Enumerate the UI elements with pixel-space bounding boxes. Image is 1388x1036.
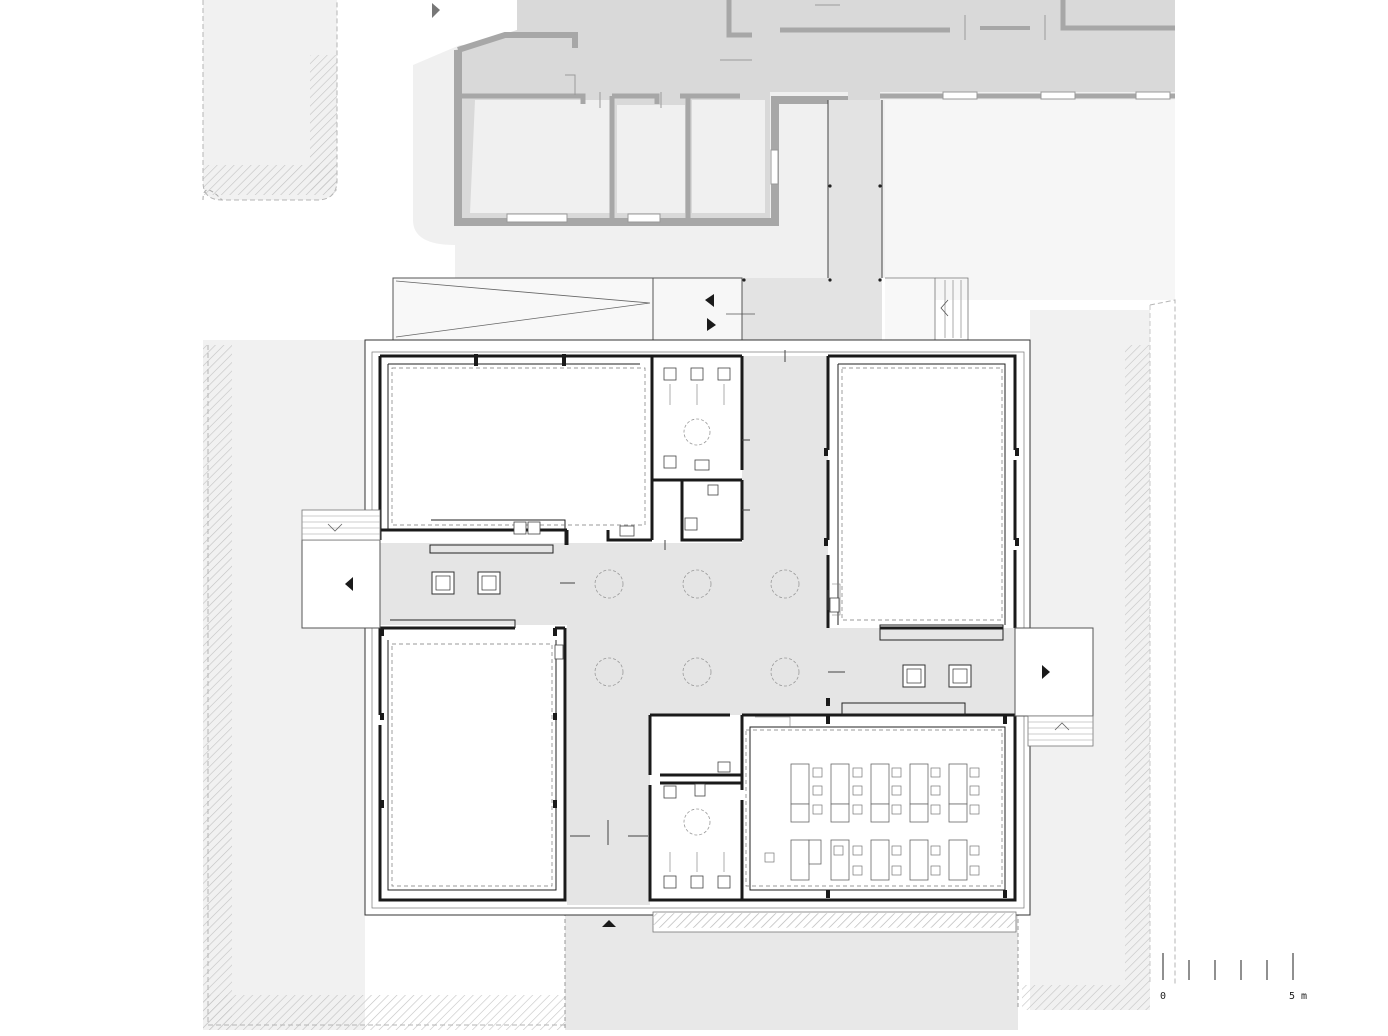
new-building <box>364 339 1031 916</box>
north-canopy <box>392 277 969 344</box>
existing-building <box>454 0 1175 226</box>
west-entrance <box>301 509 381 629</box>
arrow-left-icon <box>345 577 353 591</box>
arrow-left-icon <box>705 294 714 307</box>
arrow-right-icon <box>707 318 716 331</box>
scale-bar: 0 5 m <box>1160 953 1307 1002</box>
classroom-furniture <box>790 763 968 881</box>
scale-start-label: 0 <box>1160 991 1166 1002</box>
south-terrace <box>652 911 1017 933</box>
entrance-arrows <box>345 3 1050 927</box>
scale-end-label: 5 m <box>1289 991 1307 1002</box>
site-ground <box>202 0 1176 1030</box>
arrow-right-icon <box>432 3 440 18</box>
east-entrance <box>1014 627 1094 747</box>
arrow-up-icon <box>602 920 616 927</box>
arrow-right-icon <box>1042 665 1050 679</box>
